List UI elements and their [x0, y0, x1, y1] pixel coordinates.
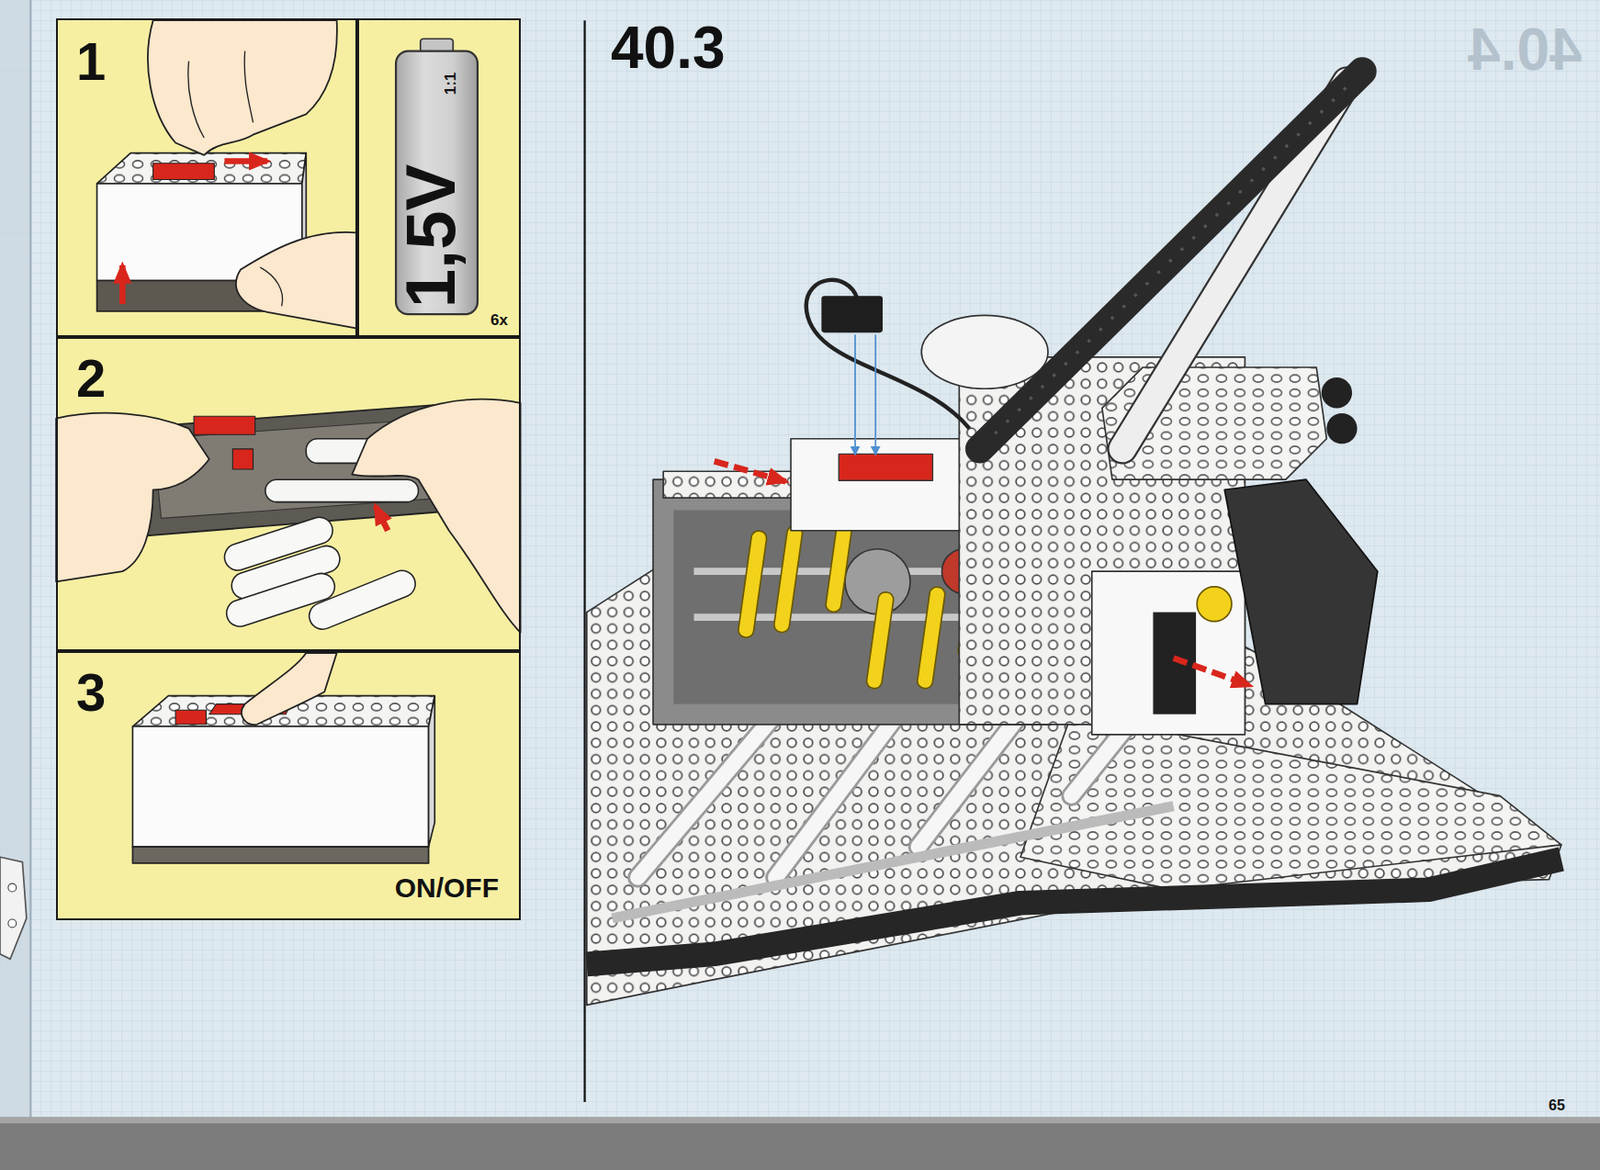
open-box-figure	[97, 20, 358, 329]
battery-voltage: 1,5V	[395, 164, 466, 308]
step-number: 2	[76, 351, 106, 406]
shuttle-model	[586, 71, 1562, 1006]
bleed-through-step: 40.4	[1467, 20, 1583, 79]
battery-panel: 1,5V 1:1 6x	[357, 18, 521, 338]
battery-figure	[395, 38, 478, 315]
divider	[583, 20, 586, 1103]
step-panel: 3ON/OFF	[56, 651, 521, 921]
page-number: 65	[1548, 1098, 1566, 1114]
battery-scale: 1:1	[442, 72, 459, 96]
step-title: 40.3	[610, 18, 726, 78]
switch-box-figure	[132, 653, 435, 864]
step-panel: 1	[56, 18, 358, 338]
battery-tray-figure	[56, 399, 521, 634]
quantity: 6x	[490, 312, 508, 328]
step-number: 3	[76, 665, 106, 720]
switch-label: ON/OFF	[394, 874, 499, 902]
step-number: 1	[76, 34, 106, 89]
panel-fills	[56, 18, 521, 921]
step-panel: 2	[56, 337, 521, 652]
